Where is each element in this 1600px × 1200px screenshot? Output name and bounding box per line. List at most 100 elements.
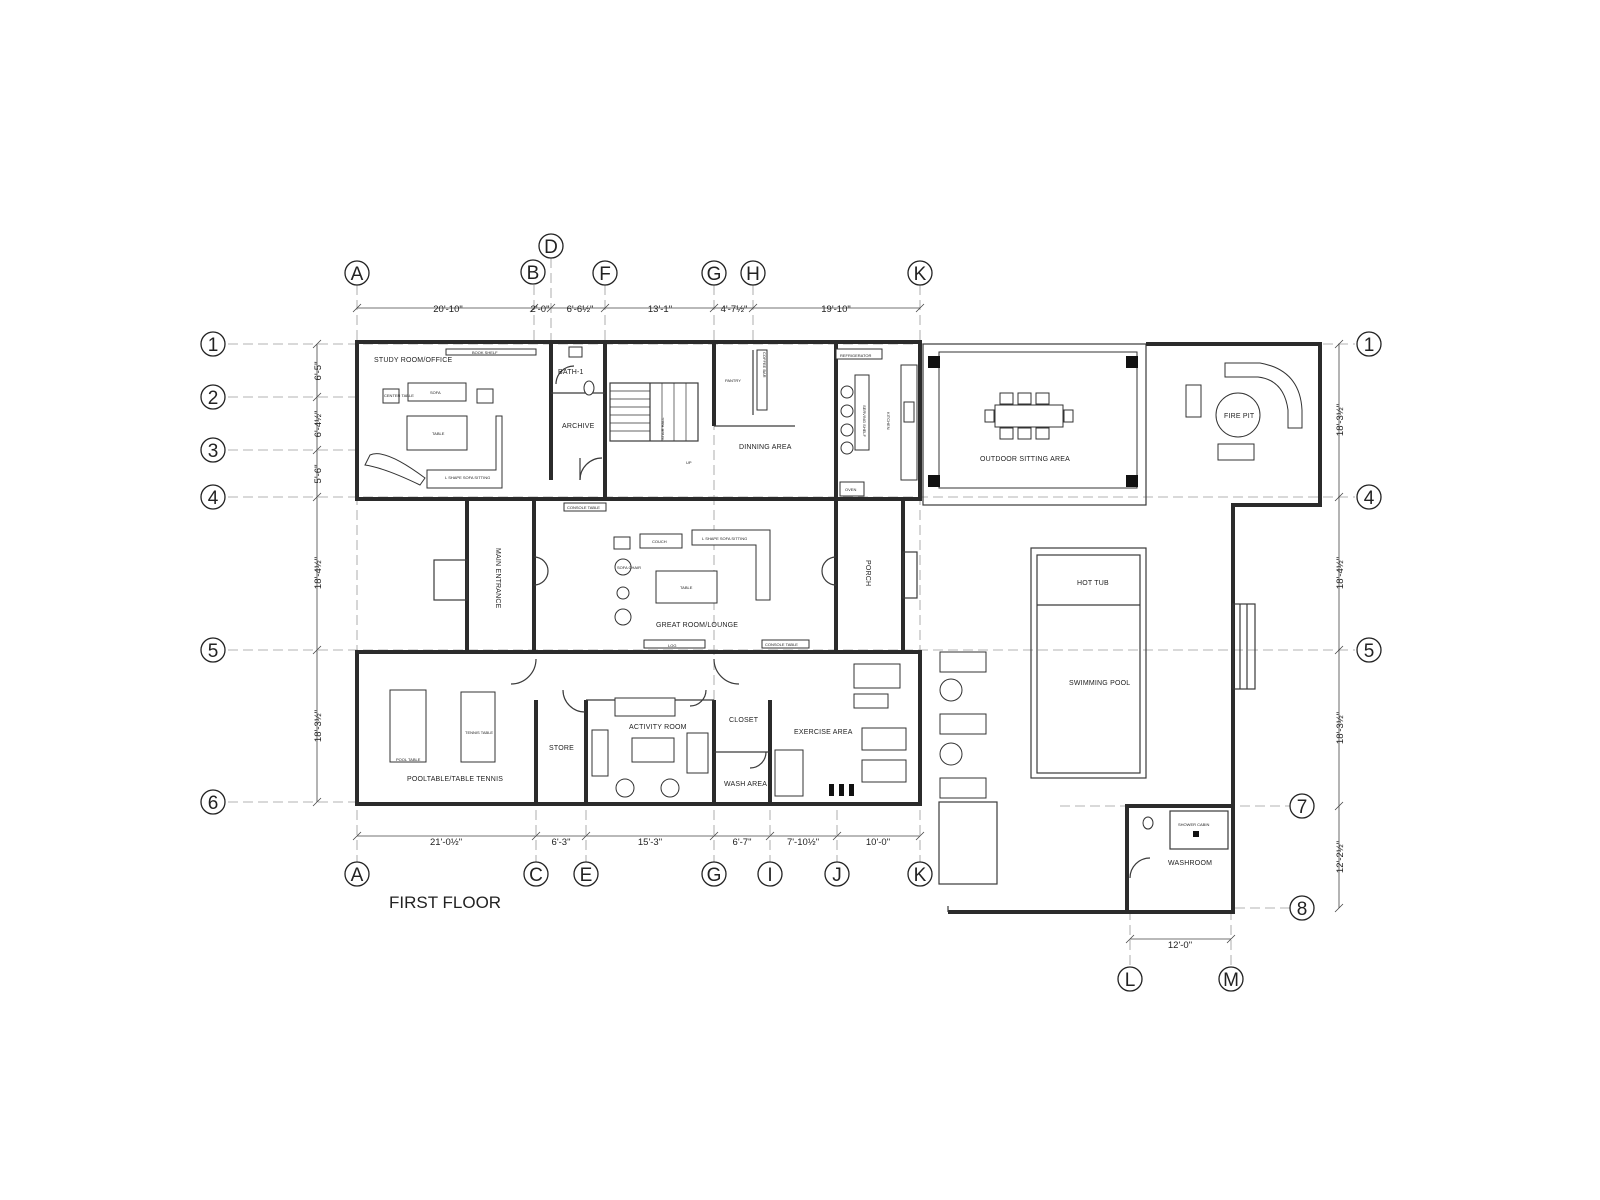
- pool-area: HOT TUB SWIMMING POOL: [939, 547, 1256, 799]
- dimension-lines: 20'-10" 2'-0" 6'-6½" 13'-1" 4'-7½" 19'-1…: [312, 303, 1346, 951]
- dimension-label: 6'-6½": [567, 304, 594, 315]
- grid-bubble-1-left: 1: [200, 331, 226, 357]
- grid-label: A: [351, 865, 364, 886]
- wash-area-label: WASH AREA: [724, 781, 767, 788]
- dimension-label: 12'-2½": [1335, 841, 1346, 873]
- grid-bubble-g-bottom: G: [701, 861, 727, 887]
- book-shelf-label: BOOK SHELF: [472, 350, 498, 355]
- console-table-label: CONSOLE TABLE: [567, 505, 600, 510]
- outdoor-sitting-label: OUTDOOR SITTING AREA: [980, 456, 1070, 463]
- grid-bubble-c-bottom: C: [523, 861, 549, 887]
- grid-label: B: [527, 263, 540, 284]
- grid-label: C: [529, 865, 543, 886]
- grid-bubbles: A B D F G H K A C E G I J K L M 1 2 3 4 …: [200, 233, 1382, 992]
- pantry-label: PANTRY: [725, 378, 741, 383]
- grid-bubble-k-top: K: [907, 260, 933, 286]
- sofa-chair-label: SOFA CHAIR: [617, 565, 641, 570]
- center-table-label: CENTER TABLE: [384, 393, 414, 398]
- kitchen-dining: PANTRY COFFEE BAR DINNING AREA REFRIGERA…: [725, 348, 918, 497]
- dimension-label: 6'-7": [733, 837, 752, 848]
- oven-label: OVEN: [845, 487, 856, 492]
- grid-bubble-g-top: G: [701, 260, 727, 286]
- dimension-label: 20'-10": [433, 304, 462, 315]
- table-label: TABLE: [680, 585, 693, 590]
- console-table-label: CONSOLE TABLE: [765, 642, 798, 647]
- grid-label: J: [832, 865, 842, 886]
- grid-bubble-l: L: [1117, 966, 1143, 992]
- walls: [355, 340, 1322, 914]
- grid-bubble-7-right: 7: [1289, 793, 1315, 819]
- grid-bubble-d-top: D: [538, 233, 564, 259]
- l-shape-sofa-label: L SHAPE SOFA SITTING: [702, 536, 747, 541]
- pooltable-label: POOLTABLE/TABLE TENNIS: [407, 776, 503, 783]
- dimension-label: 13'-1": [648, 304, 672, 315]
- stair-hall-stairs: STAIR HALL UP: [609, 382, 699, 465]
- fire-pit-label: FIRE PIT: [1224, 413, 1255, 420]
- grid-label: A: [351, 264, 364, 285]
- dimension-label: 6'-4½": [313, 411, 324, 438]
- grid-label: D: [544, 237, 558, 258]
- fire-pit-area: FIRE PIT: [1185, 362, 1303, 461]
- activity-room-label: ACTIVITY ROOM: [629, 724, 687, 731]
- grid-label: 2: [208, 388, 219, 409]
- grid-label: 5: [208, 641, 219, 662]
- dimension-label: 5'-6": [313, 465, 324, 484]
- exercise-area-label: EXERCISE AREA: [794, 729, 853, 736]
- serving-shelf-label: SERVING SHELF: [862, 405, 867, 437]
- grid-label: 4: [1364, 488, 1375, 509]
- dimension-label: 6'-3": [552, 837, 571, 848]
- study-room-label: STUDY ROOM/OFFICE: [374, 357, 452, 364]
- swimming-pool-label: SWIMMING POOL: [1069, 680, 1130, 687]
- grid-label: 1: [208, 335, 219, 356]
- dimension-label: 18'-3½": [1335, 712, 1346, 744]
- grid-label: K: [914, 865, 927, 886]
- archive-label: ARCHIVE: [562, 423, 595, 430]
- grid-label: H: [746, 264, 760, 285]
- grid-label: 4: [208, 488, 219, 509]
- grid-bubble-6-left: 6: [200, 789, 226, 815]
- grid-bubble-4-right: 4: [1356, 484, 1382, 510]
- grid-bubble-f-top: F: [592, 260, 618, 286]
- grid-bubble-k-bottom: K: [907, 861, 933, 887]
- dimension-label: 21'-0½": [430, 837, 462, 848]
- dimension-label: 15'-3": [638, 837, 662, 848]
- outdoor-sitting-area: OUTDOOR SITTING AREA: [928, 351, 1138, 489]
- dimension-label: 7'-10½": [787, 837, 819, 848]
- main-entrance-label: MAIN ENTRANCE: [494, 548, 501, 609]
- dimension-label: 18'-4½": [313, 557, 324, 589]
- tennis-table-label: TENNIS TABLE: [465, 730, 493, 735]
- shower-cabin-label: SHOWER CABIN: [1178, 822, 1209, 827]
- dining-label: DINNING AREA: [739, 444, 792, 451]
- grid-label: E: [580, 865, 593, 886]
- hot-tub-label: HOT TUB: [1077, 580, 1109, 587]
- grid-bubble-2-left: 2: [200, 384, 226, 410]
- l-shape-sofa-label: L SHAPE SOFA SITTING: [445, 475, 490, 480]
- grid-bubble-m: M: [1218, 966, 1244, 992]
- dimension-label: 18'-4½": [1335, 557, 1346, 589]
- grid-bubble-i-bottom: I: [757, 861, 783, 887]
- grid-bubble-1-right: 1: [1356, 331, 1382, 357]
- table-label: TABLE: [432, 431, 445, 436]
- doors: [510, 365, 1151, 879]
- middle-band: MAIN ENTRANCE CONSOLE TABLE COUCH L SHAP…: [433, 502, 918, 649]
- dimension-label: 2'-0": [531, 304, 550, 315]
- grid-label: 8: [1297, 899, 1308, 920]
- grid-bubble-3-left: 3: [200, 437, 226, 463]
- dimension-label: 6'-5": [313, 362, 324, 381]
- grid-label: 1: [1364, 335, 1375, 356]
- great-room-label: GREAT ROOM/LOUNGE: [656, 622, 738, 629]
- grid-bubble-b-top: B: [520, 259, 546, 285]
- grid-bubble-4-left: 4: [200, 484, 226, 510]
- porch-label: PORCH: [864, 560, 871, 586]
- log-label: LOG: [668, 643, 676, 648]
- up-label: UP: [686, 460, 692, 465]
- washroom: SHOWER CABIN WASHROOM: [1142, 810, 1229, 867]
- grid-label: M: [1223, 970, 1239, 991]
- dimension-label: 12'-0": [1168, 940, 1192, 951]
- grid-label: K: [914, 264, 927, 285]
- grid-bubble-e-bottom: E: [573, 861, 599, 887]
- coffee-bar-label: COFFEE BAR: [762, 352, 767, 378]
- grid-label: 7: [1297, 797, 1308, 818]
- stair-hall-label: STAIR HALL: [660, 417, 665, 440]
- grid-bubble-j-bottom: J: [824, 861, 850, 887]
